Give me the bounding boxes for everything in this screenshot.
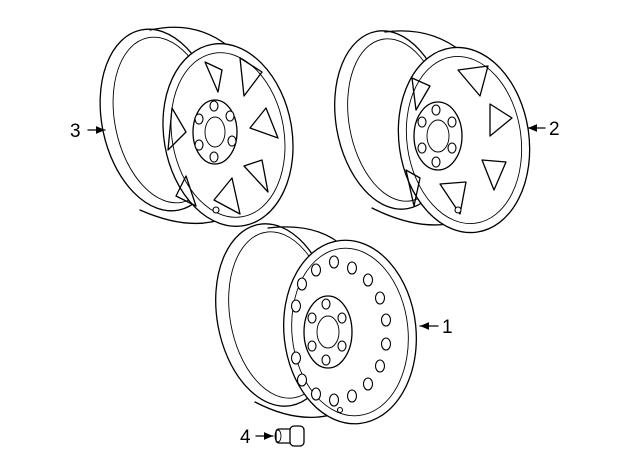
- wheel-1-illustration: [215, 223, 417, 425]
- callout-1: 1: [442, 317, 453, 338]
- wheel-3-illustration: [99, 26, 294, 227]
- wheel-2-illustration: [334, 30, 531, 234]
- callout-2: 2: [549, 119, 560, 140]
- callout-4: 4: [240, 427, 251, 448]
- valve-stem-illustration: [274, 425, 305, 447]
- callout-3: 3: [70, 121, 81, 142]
